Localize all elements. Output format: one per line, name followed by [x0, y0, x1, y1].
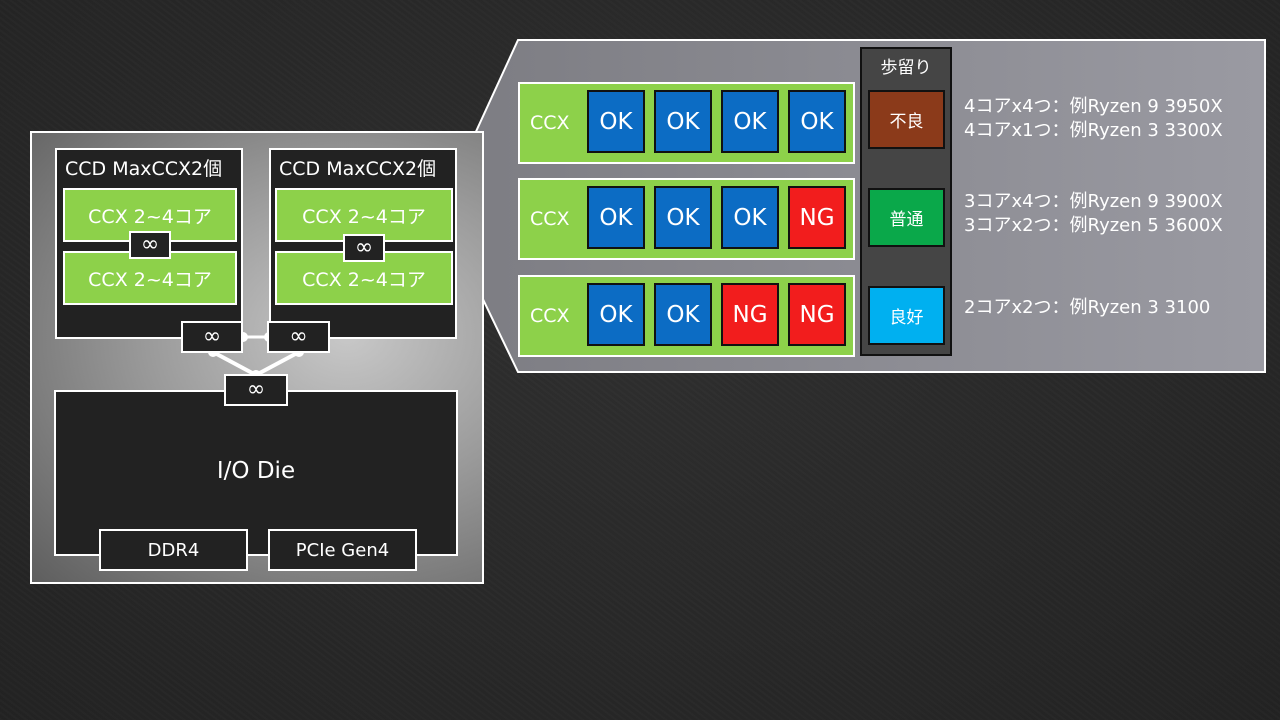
- ccx-row-label: CCX: [530, 112, 570, 134]
- io-die-label: I/O Die: [216, 458, 296, 484]
- fabric-link-right: ∞: [267, 321, 330, 353]
- example-line: 4コアx1つ：例Ryzen 3 3300X: [964, 120, 1223, 141]
- ccd-left-title: CCD MaxCCX2個: [65, 158, 223, 180]
- ddr4-port: DDR4: [99, 529, 248, 571]
- core-cell: OK: [654, 283, 712, 346]
- core-cell: OK: [721, 90, 779, 153]
- ccd-left-ccx-link: ∞: [129, 231, 171, 259]
- core-cell: NG: [788, 283, 846, 346]
- io-die: I/O Die: [54, 390, 458, 556]
- core-cell: OK: [587, 90, 645, 153]
- ccx-row-label: CCX: [530, 305, 570, 327]
- grade-good: 良好: [868, 286, 945, 345]
- example-line: 3コアx4つ：例Ryzen 9 3900X: [964, 191, 1223, 212]
- ccx-row-2: CCX OK OK OK NG: [518, 178, 855, 260]
- grade-normal: 普通: [868, 188, 945, 247]
- core-cell: OK: [721, 186, 779, 249]
- example-line: 4コアx4つ：例Ryzen 9 3950X: [964, 96, 1223, 117]
- core-cell: OK: [654, 186, 712, 249]
- ccx-row-3: CCX OK OK NG NG: [518, 275, 855, 357]
- ccd-right-ccx-link: ∞: [343, 234, 385, 262]
- core-cell: NG: [788, 186, 846, 249]
- ccd-left-ccx-bottom: CCX 2~4コア: [63, 251, 237, 305]
- example-line: 2コアx2つ：例Ryzen 3 3100: [964, 297, 1211, 318]
- ccd-right-title: CCD MaxCCX2個: [279, 158, 437, 180]
- ccd-right-ccx-bottom: CCX 2~4コア: [275, 251, 453, 305]
- grade-bad: 不良: [868, 90, 945, 149]
- core-cell: OK: [788, 90, 846, 153]
- yield-title: 歩留り: [880, 58, 932, 78]
- core-cell: NG: [721, 283, 779, 346]
- ccx-row-label: CCX: [530, 208, 570, 230]
- ccd-left: CCD MaxCCX2個 CCX 2~4コア CCX 2~4コア ∞: [55, 148, 243, 339]
- example-line: 3コアx2つ：例Ryzen 5 3600X: [964, 215, 1223, 236]
- fabric-link-left: ∞: [181, 321, 243, 353]
- ccd-right: CCD MaxCCX2個 CCX 2~4コア CCX 2~4コア ∞: [269, 148, 457, 339]
- ccx-row-1: CCX OK OK OK OK: [518, 82, 855, 164]
- core-cell: OK: [587, 186, 645, 249]
- pcie-port: PCIe Gen4: [268, 529, 417, 571]
- core-cell: OK: [587, 283, 645, 346]
- core-cell: OK: [654, 90, 712, 153]
- yield-column: 歩留り 不良 普通 良好: [860, 47, 952, 356]
- fabric-link-io: ∞: [224, 374, 288, 406]
